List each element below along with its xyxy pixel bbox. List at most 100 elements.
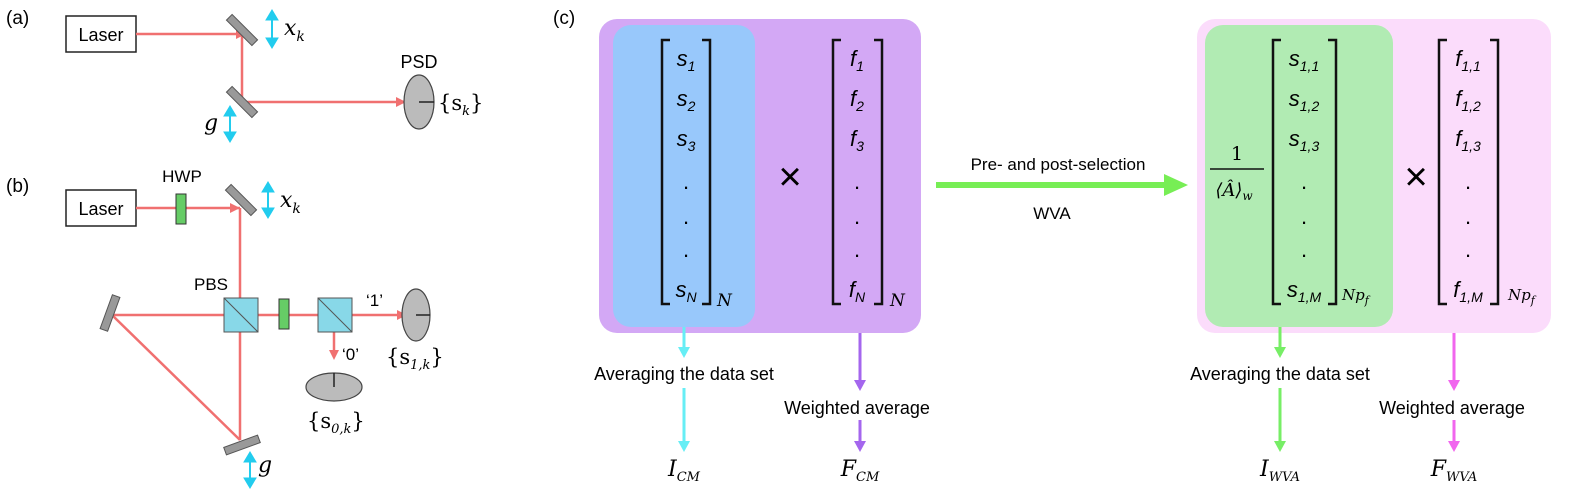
panel-a: (a) Laser xk g PSD {sk [6,8,483,143]
pbs-label: PBS [194,275,228,294]
left-f-entry: f3 [850,126,864,154]
green-arrow-bottom [1274,388,1286,452]
left-f-entry: . [854,237,860,262]
hwp-plate [175,193,187,225]
left-s-entry: s1 [677,46,696,74]
result-F-wva: FWVA [1430,457,1478,485]
laser-label-a: Laser [78,25,123,45]
left-s-entry: sN [675,277,697,305]
result-F-cm: FCM [840,457,880,485]
mirror-g-b [223,434,261,456]
psd-label-a: PSD [400,52,437,72]
right-weighted-label: Weighted average [1379,398,1525,418]
cyan-arrow-bottom [678,388,690,452]
mirror-xk-a [225,13,259,47]
mirror-g-a [225,85,259,119]
arrow-top-label: Pre- and post-selection [971,155,1146,174]
left-s-vector: s1 s2 s3... sN [675,46,697,305]
mirror-left-b [99,294,121,332]
panel-b: (b) Laser HWP PBS [6,167,444,489]
panel-c-label: (c) [553,8,575,29]
right-f-entry: f1,M [1453,277,1483,305]
psd-readout-a: {sk} [438,91,483,119]
laser-box-a [65,15,137,53]
double-arrow-xk-b [261,181,275,219]
port-one-label: ‘1’ [366,291,383,310]
right-inner-box [1205,25,1393,327]
left-averaging-label: Averaging the data set [594,364,774,384]
panel-a-label: (a) [6,8,29,29]
right-f-entry: . [1465,237,1471,262]
xk-symbol-b: xk [280,188,301,217]
right-averaging-label: Averaging the data set [1190,364,1370,384]
arrow-bottom-label: WVA [1033,204,1071,223]
double-arrow-g-b [243,451,257,489]
left-f-subscript: N [889,291,906,311]
wva-prefactor: 1 ⟨Â⟩w [1210,143,1264,203]
g-symbol-a: g [204,111,218,136]
times-symbol-right: × [1404,155,1427,199]
right-f-entry: f1,3 [1455,126,1481,154]
right-s-entry: . [1301,169,1307,194]
right-s-vector: s1,1 s1,2 s1,3... s1,M [1287,46,1322,305]
left-s-entry: s2 [677,86,696,114]
hwp-plate-2 [278,298,290,330]
double-arrow-xk-a [265,9,279,49]
right-f-entry: f1,1 [1455,46,1481,74]
det-one-readout: {s1,k} [386,345,444,373]
left-s-entry: s3 [677,126,696,154]
det-zero-readout: {s0,k} [307,409,365,437]
left-f-entry: f2 [850,86,864,114]
right-s-entry: s1,1 [1289,46,1319,74]
left-f-entry: f1 [850,46,864,74]
purple-arrow-top [854,333,866,391]
port-zero-label: ‘0’ [342,345,359,364]
hwp-label: HWP [162,167,202,186]
green-arrow-top [1274,327,1286,358]
right-f-subscript: Npf [1507,286,1537,307]
times-symbol-left: × [778,155,801,199]
mirror-xk-b [224,183,258,217]
pink-arrow-top [1448,333,1460,391]
right-f-entry: f1,2 [1455,86,1481,114]
right-s-entry: s1,2 [1289,86,1320,114]
laser-box-b [65,189,137,227]
pbs-cube-2 [317,297,353,333]
right-s-entry: s1,3 [1289,126,1320,154]
left-s-entry: . [683,204,689,229]
prefactor-numerator: 1 [1231,143,1243,165]
double-arrow-g-a [223,105,237,143]
laser-label-b: Laser [78,199,123,219]
left-f-entry: . [854,204,860,229]
right-s-entry: s1,M [1287,277,1322,305]
pre-post-selection-arrow [936,174,1188,196]
panel-b-label: (b) [6,176,29,197]
prefactor-denominator: ⟨Â⟩w [1215,178,1253,203]
result-I-wva: IWVA [1259,457,1300,485]
right-s-entry: . [1301,204,1307,229]
xk-symbol-a: xk [284,16,305,45]
right-s-subscript: Npf [1341,286,1371,307]
left-s-entry: . [683,169,689,194]
right-f-vector: f1,1 f1,2 f1,3... f1,M [1453,46,1483,305]
g-symbol-b: g [258,453,272,478]
left-f-entry: . [854,169,860,194]
pbs-cube-1 [223,297,259,333]
beam-arrow-b1 [230,203,240,213]
purple-arrow-bottom [854,420,866,452]
pink-arrow-bottom [1448,420,1460,452]
cyan-arrow-top [678,327,690,358]
left-weighted-label: Weighted average [784,398,930,418]
right-f-entry: . [1465,169,1471,194]
left-s-entry: . [683,237,689,262]
beam-arrow-b3 [329,350,339,360]
left-s-subscript: N [716,291,733,311]
matrix-brackets [660,38,1500,306]
left-inner-box [613,25,755,327]
right-s-entry: . [1301,237,1307,262]
result-I-cm: ICM [667,457,701,485]
right-f-entry: . [1465,204,1471,229]
